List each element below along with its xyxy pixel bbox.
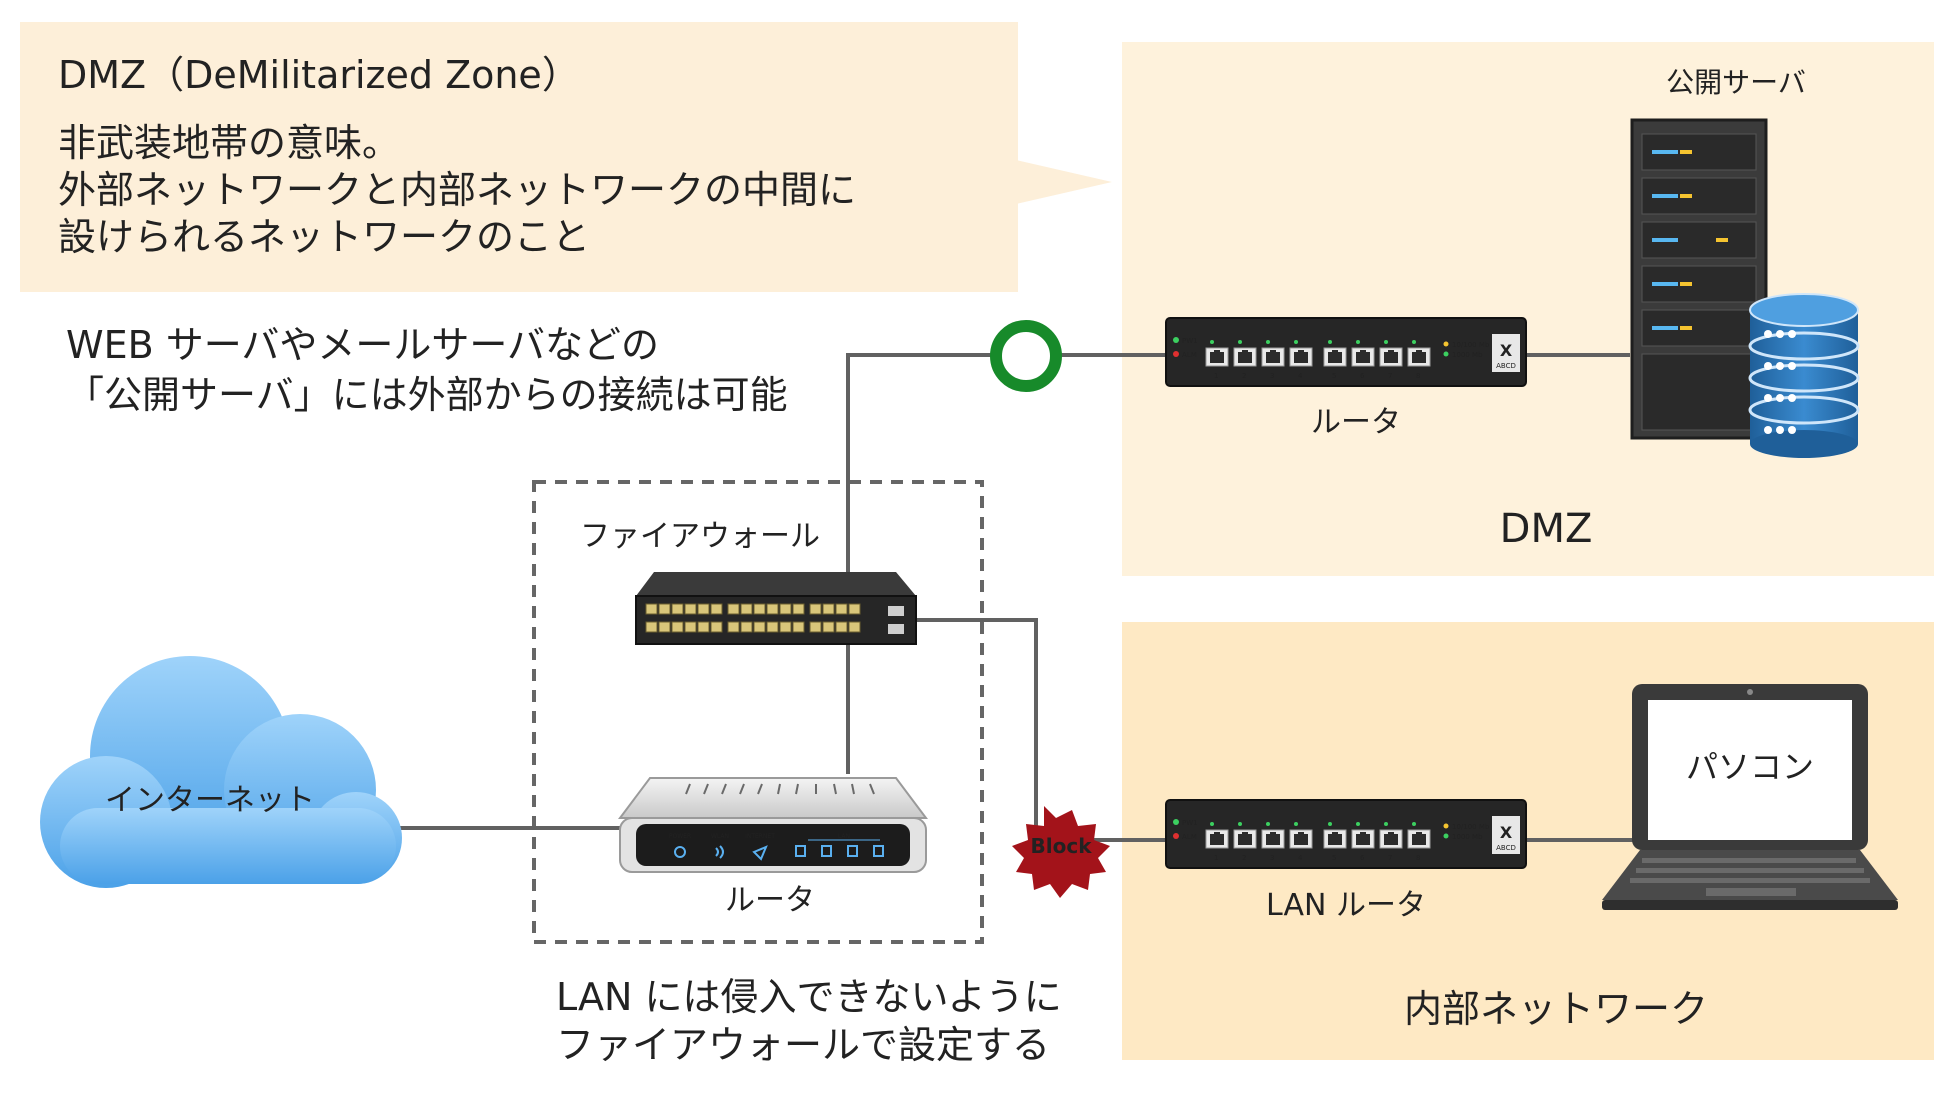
dmz-port-number: 5: [1332, 372, 1336, 380]
internet-icon: [752, 845, 768, 861]
lan-note-line-2: ファイアウォールで設定する: [556, 1023, 1050, 1067]
dmz-zone-label: DMZ: [1500, 506, 1593, 552]
internet-label: インターネット: [105, 783, 315, 818]
dmz-port-number: 6: [1360, 372, 1365, 380]
lan-router-label: LAN ルータ: [1266, 888, 1426, 923]
firewall-boundary: [532, 480, 984, 944]
firewall-router-label: ルータ: [725, 883, 815, 918]
dmz-switch-brand-sub: ABCD: [1496, 362, 1516, 370]
lan-port-number: 6: [1360, 854, 1365, 862]
line-firewall-dmz: [846, 353, 1166, 572]
lan-router-switch-icon: PW1 ALM 1 2 3 4 5 6 7 8 10/100 Mb 1000 M…: [1165, 799, 1527, 869]
public-access-note-line-2: 「公開サーバ」には外部からの接続は可能: [66, 373, 788, 417]
server-rack-icon: [1630, 118, 1768, 440]
firewall-switch-icon: [635, 572, 917, 645]
dmz-port-number: 1: [1214, 372, 1218, 380]
internal-network-label: 内部ネットワーク: [1404, 987, 1708, 1031]
wlan-icon: [715, 845, 724, 859]
public-access-note-line-1: WEB サーバやメールサーバなどの: [66, 323, 659, 367]
lan-switch-brand-sub: ABCD: [1496, 844, 1516, 852]
router-panel-internet: INTERNET: [745, 833, 775, 840]
dmz-port-number: 3: [1270, 372, 1274, 380]
lan-port-number: 4: [1298, 854, 1303, 862]
lan-port-number: 3: [1270, 854, 1274, 862]
dmz-port-number: 7: [1388, 372, 1392, 380]
callout-title: DMZ（DeMilitarized Zone）: [58, 53, 580, 97]
block-badge-label: Block: [1031, 834, 1093, 858]
allow-ring-icon: [990, 320, 1062, 392]
database-icon: [1748, 293, 1860, 458]
dmz-port-number: 4: [1298, 372, 1303, 380]
dmz-switch-led-label-1: PW1: [1182, 337, 1198, 345]
callout-line-1: 非武装地帯の意味。: [58, 121, 400, 165]
lan-port-number: 2: [1242, 854, 1246, 862]
firewall-router-icon: POWER WLAN INTERNET LAN: [618, 777, 928, 873]
line-firewall-lan: [910, 618, 1166, 842]
lan-port-number: 5: [1332, 854, 1336, 862]
dmz-switch-speed-label-1: 10/100 Mb: [1452, 341, 1490, 349]
lan-switch-led-label-2: ALM: [1182, 833, 1197, 841]
dmz-port-number: 8: [1416, 372, 1420, 380]
dmz-switch-led-label-2: ALM: [1182, 351, 1197, 359]
pc-label: パソコン: [1686, 748, 1814, 786]
callout-line-2: 外部ネットワークと内部ネットワークの中間に: [58, 168, 856, 212]
router-panel-lan: LAN: [838, 833, 850, 840]
lan-switch-brand: X: [1500, 823, 1513, 842]
lan-port-number: 7: [1388, 854, 1392, 862]
lan-port-number: 1: [1214, 854, 1218, 862]
dmz-router-label: ルータ: [1311, 405, 1401, 440]
callout-box: [20, 22, 1018, 292]
callout-line-3: 設けられるネットワークのこと: [58, 215, 590, 259]
lan-port-number: 8: [1416, 854, 1420, 862]
internet-cloud-icon: [40, 656, 402, 888]
laptop-icon: [1602, 684, 1898, 910]
dmz-router-switch-icon: PW1 ALM 1 2 3 4 5 6 7 8 10/100 Mb 1000 M…: [1165, 317, 1527, 387]
lan-switch-speed-label-2: 1000 Mb: [1452, 833, 1483, 841]
dmz-port-number: 2: [1242, 372, 1246, 380]
block-badge-icon: [1012, 806, 1110, 898]
callout-pointer: [1016, 160, 1112, 204]
dmz-switch-brand: X: [1500, 341, 1513, 360]
lan-note-line-1: LAN には侵入できないように: [556, 975, 1062, 1019]
power-icon: [674, 846, 686, 858]
firewall-label: ファイアウォール: [580, 519, 820, 554]
lan-switch-speed-label-1: 10/100 Mb: [1452, 823, 1490, 831]
router-panel-wlan: WLAN: [711, 833, 729, 840]
public-server-label: 公開サーバ: [1666, 66, 1806, 99]
dmz-switch-speed-label-2: 1000 Mb: [1452, 351, 1483, 359]
lan-switch-led-label-1: PW1: [1182, 819, 1198, 827]
router-panel-power: POWER: [669, 833, 691, 840]
